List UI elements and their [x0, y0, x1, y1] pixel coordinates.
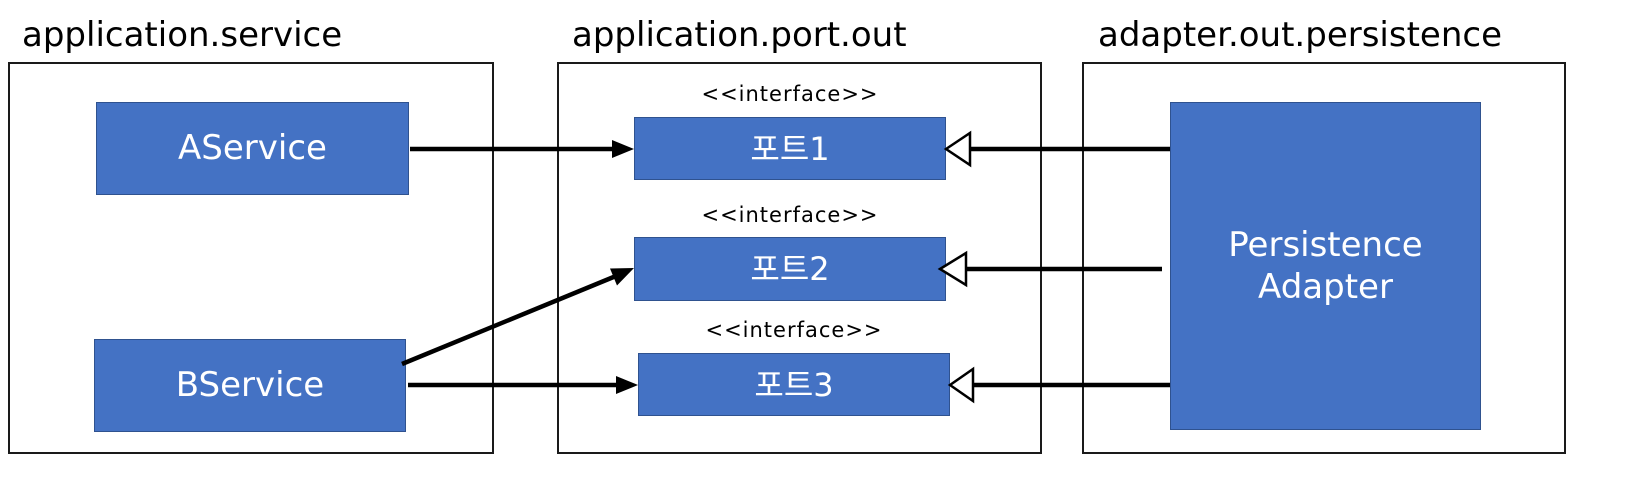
a-service-label: AService: [178, 128, 327, 169]
realization-adapter-to-port3: [947, 366, 1170, 404]
realization-adapter-to-port1: [943, 130, 1170, 168]
package-title-adapter: adapter.out.persistence: [1098, 15, 1502, 55]
dependency-b-to-port2: [401, 268, 634, 367]
persistence-adapter-box[interactable]: Persistence Adapter: [1170, 102, 1481, 430]
adapter-label-line2: Adapter: [1258, 267, 1393, 307]
port1-box[interactable]: 포트1: [634, 117, 946, 180]
b-service-box[interactable]: BService: [94, 339, 406, 432]
port3-stereotype: <<interface>>: [705, 318, 883, 342]
port3-box[interactable]: 포트3: [638, 353, 950, 416]
a-service-box[interactable]: AService: [96, 102, 409, 195]
realization-adapter-to-port2: [937, 250, 1162, 288]
adapter-label-line1: Persistence: [1228, 224, 1423, 265]
dependency-b-to-port3: [408, 376, 638, 394]
package-title-service: application.service: [22, 15, 343, 55]
port2-stereotype: <<interface>>: [701, 203, 879, 227]
package-title-port: application.port.out: [572, 15, 907, 55]
port3-label: 포트3: [754, 365, 834, 404]
port1-stereotype: <<interface>>: [701, 82, 879, 106]
port2-box[interactable]: 포트2: [634, 237, 946, 301]
dependency-a-to-port1: [410, 140, 634, 158]
port2-label: 포트2: [750, 250, 830, 288]
b-service-label: BService: [175, 365, 325, 406]
port1-label: 포트1: [750, 129, 830, 168]
